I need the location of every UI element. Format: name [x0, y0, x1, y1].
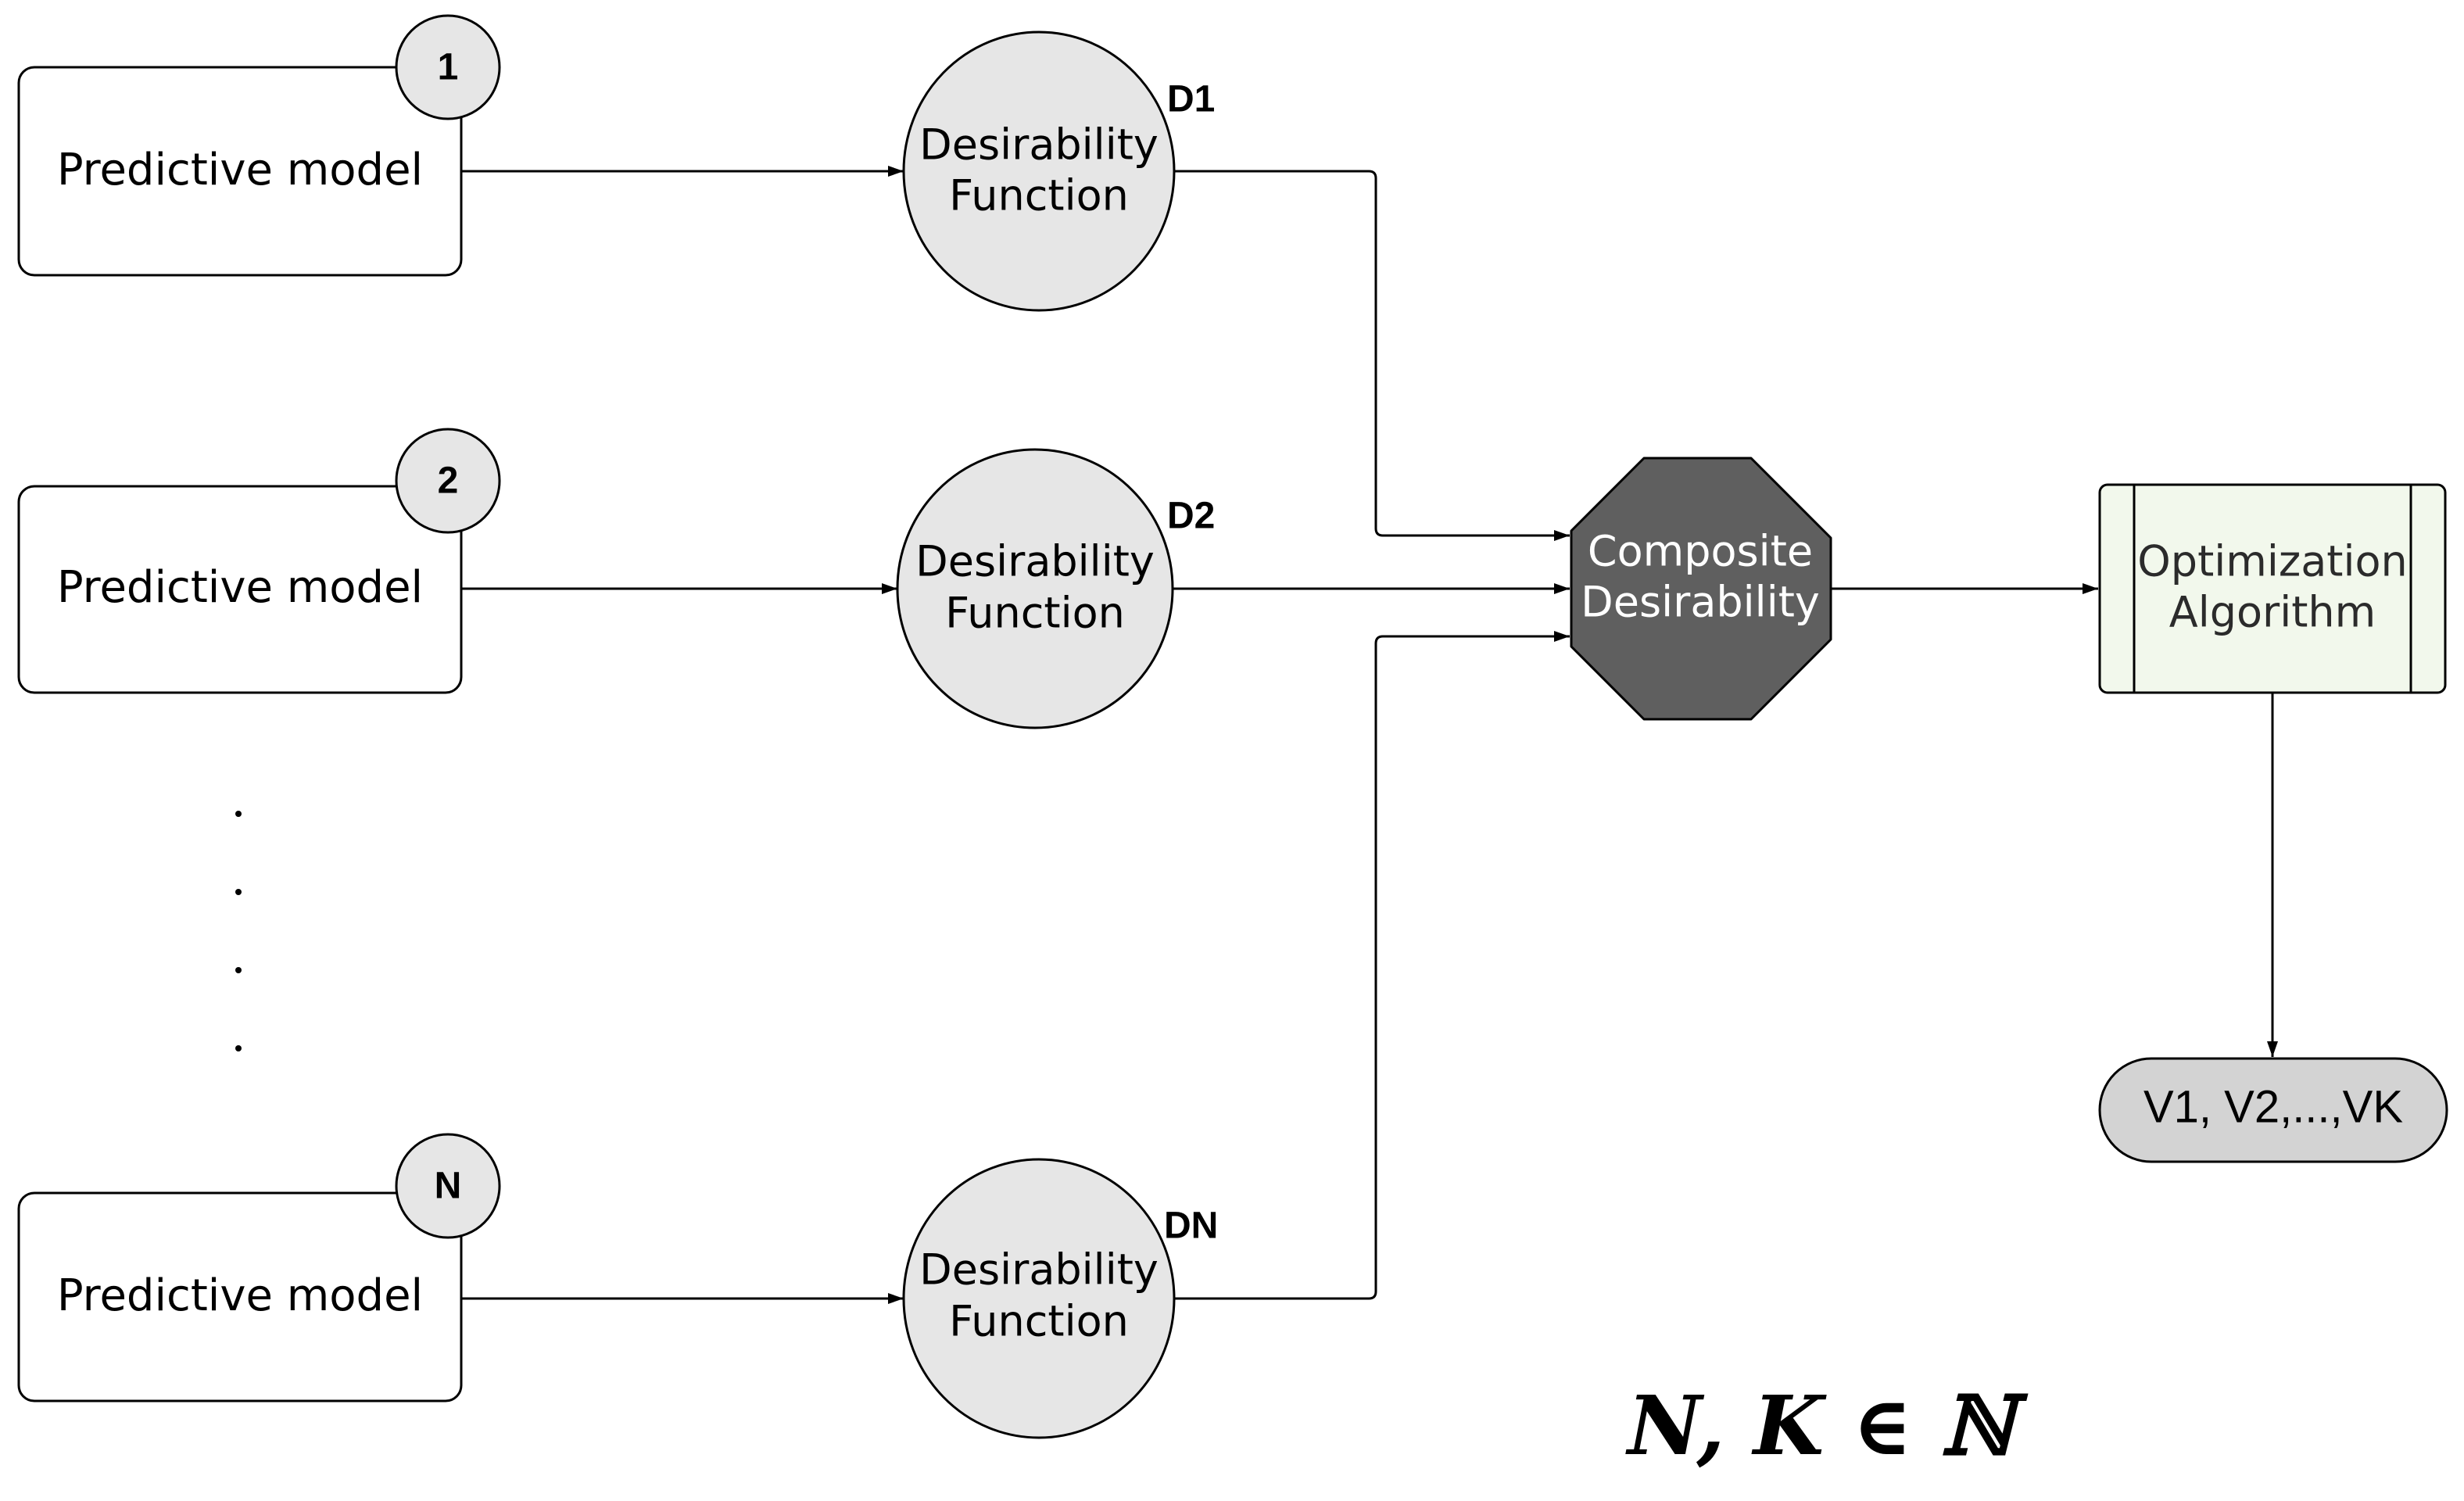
desirability-label-nb: Function	[949, 1297, 1129, 1346]
composite-octagon	[1570, 457, 1832, 721]
output-label: V1, V2,...,VK	[2143, 1081, 2403, 1132]
model-badge-label-1: 1	[438, 47, 459, 88]
optimizer-label-line2: Algorithm	[2169, 588, 2376, 637]
desirability-label-2b: Function	[945, 589, 1125, 638]
model-badge-label-n: N	[435, 1166, 462, 1207]
output-terminal	[2098, 1057, 2448, 1163]
optimizer-label-line1: Optimization	[2137, 537, 2407, 586]
desirability-label-1b: Function	[949, 171, 1129, 220]
desirability-output-label-n: DN	[1164, 1205, 1218, 1247]
model-row-2: Predictive model 2 Desirability Function…	[17, 428, 1570, 729]
desirability-output-label-1: D1	[1167, 79, 1215, 120]
desirability-label-2a: Desirability	[915, 537, 1155, 586]
composite-label-line1: Composite	[1588, 527, 1813, 576]
model-badge-n	[395, 1133, 501, 1239]
composite-desirability-node: Composite Desirability	[1570, 457, 1832, 721]
predictive-model-label-2: Predictive model	[57, 562, 423, 613]
ellipsis-dots	[235, 811, 242, 1051]
model-row-n: Predictive model N Desirability Function…	[17, 631, 1570, 1439]
optimization-algorithm-node: Optimization Algorithm	[2098, 483, 2447, 694]
output-node: V1, V2,...,VK	[2098, 1057, 2448, 1163]
desirability-output-label-2: D2	[1167, 496, 1215, 537]
predictive-model-label-1: Predictive model	[57, 145, 423, 195]
ellipsis-dot-2	[235, 889, 242, 895]
model-badge-2	[395, 428, 501, 534]
predictive-model-label-n: Predictive model	[57, 1270, 423, 1321]
desirability-label-na: Desirability	[919, 1245, 1159, 1295]
connector-d1-to-composite	[1174, 170, 1570, 541]
model-badge-label-2: 2	[438, 460, 459, 502]
composite-label-line2: Desirability	[1581, 578, 1820, 627]
model-row-1: Predictive model 1 Desirability Function…	[17, 14, 1570, 541]
predictive-model-box-n	[17, 1191, 463, 1402]
desirability-label-1a: Desirability	[919, 120, 1159, 170]
ellipsis-dot-1	[235, 811, 242, 817]
ellipsis-dot-4	[235, 1045, 242, 1051]
model-badge-1	[395, 14, 501, 120]
connector-dn-to-composite	[1174, 631, 1570, 1300]
math-annotation: N, K ∈ ℕ	[1625, 1377, 2029, 1474]
ellipsis-dot-3	[235, 967, 242, 973]
